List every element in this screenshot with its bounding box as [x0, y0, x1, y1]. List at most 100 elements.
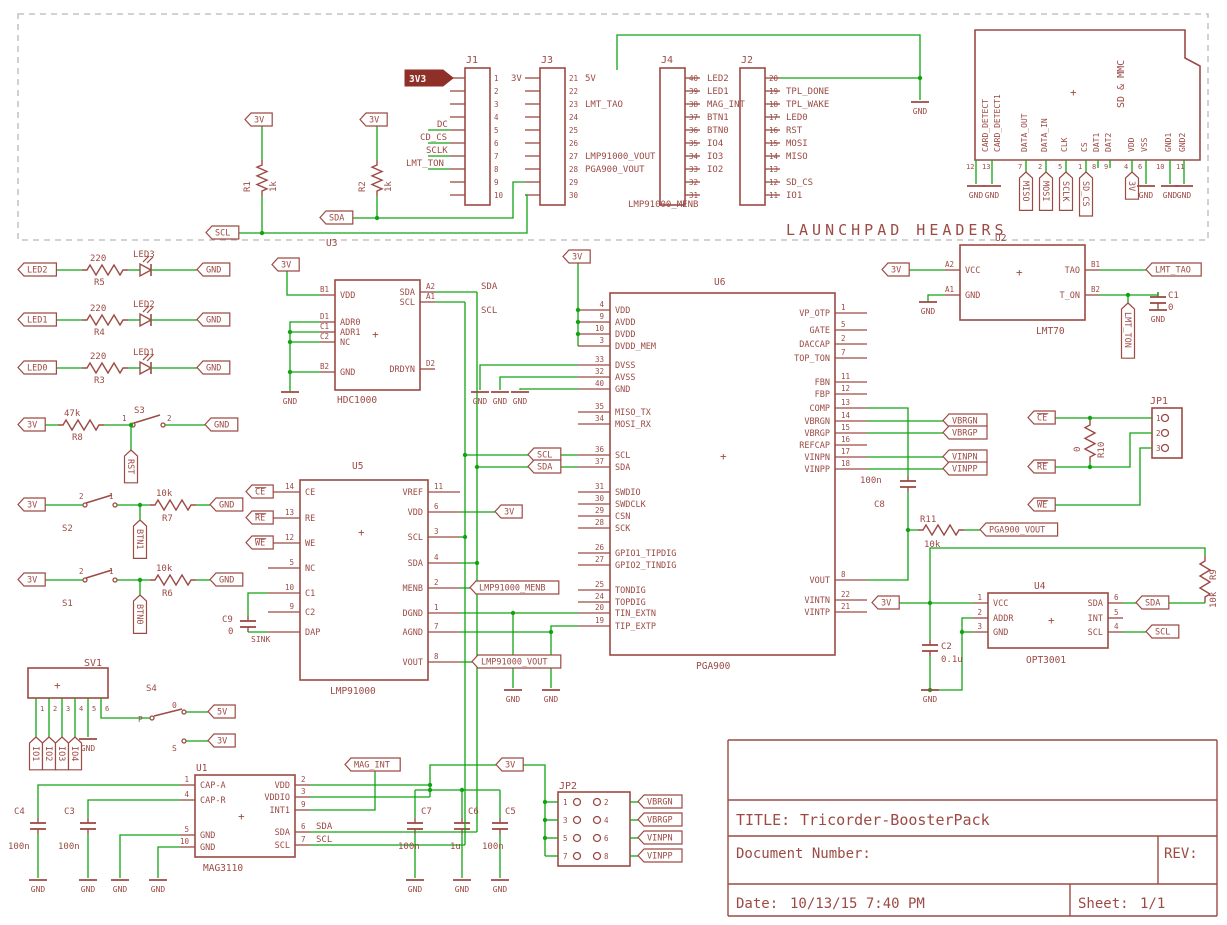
net-label-LED0[interactable]: LED0 [17, 360, 58, 375]
net-label-GND[interactable]: GND [196, 262, 231, 277]
net-label-VINPP[interactable]: VINPP [637, 848, 683, 863]
net-label-GND[interactable]: GND [196, 312, 231, 327]
pin-pad[interactable] [572, 815, 582, 825]
jp2-box[interactable] [557, 791, 631, 867]
net-label-IO3[interactable]: IO3 [54, 736, 70, 771]
net-label-3V[interactable]: 3V [871, 595, 900, 610]
resistor-R3[interactable] [82, 361, 128, 375]
capacitor-C9[interactable] [240, 616, 256, 632]
resistor-R7[interactable] [150, 498, 196, 512]
net-label-MAG_INT[interactable]: MAG_INT [344, 757, 401, 772]
net-label-IO1[interactable]: IO1 [28, 736, 44, 771]
net-label-VBRGP[interactable]: VBRGP [637, 812, 683, 827]
switch-contact[interactable] [181, 709, 187, 715]
net-label-3V[interactable]: 3V [271, 257, 300, 272]
sd-mmc-connector[interactable] [974, 29, 1201, 161]
resistor-R9[interactable] [1198, 556, 1212, 602]
ic-U6[interactable]: U6PGA900+VDD4AVDD9DVDD10DVDD_MEM3DVSS33A… [578, 277, 867, 672]
net-label-GND[interactable]: GND [204, 417, 239, 432]
net-label-VINPN[interactable]: VINPN [637, 830, 683, 845]
switch-contact[interactable] [181, 738, 187, 744]
net-label-SCL[interactable]: SCL [205, 225, 240, 240]
capacitor-C6[interactable] [454, 818, 470, 834]
net-label-RE[interactable]: RE [1027, 459, 1056, 474]
net-label-LMT_TAO[interactable]: LMT_TAO [1145, 262, 1202, 277]
resistor-R5[interactable] [82, 263, 128, 277]
ic-U3[interactable]: U3HDC1000+VDDB1ADR0D1ADR1C1NCC2GNDB2SDAA… [320, 238, 435, 406]
pin-pad[interactable] [572, 833, 582, 843]
resistor-R8[interactable] [58, 418, 104, 432]
net-label-LED1[interactable]: LED1 [17, 312, 58, 327]
net-label-3V[interactable]: 3V [17, 417, 46, 432]
net-label-VINPN[interactable]: VINPN [942, 449, 988, 464]
net-label-3V[interactable]: 3V [244, 112, 273, 127]
net-label-MISO[interactable]: MISO [1018, 171, 1034, 212]
net-label-WE[interactable]: WE [1027, 497, 1056, 512]
net-label-BTN0[interactable]: BTN0 [132, 594, 148, 635]
net-label-MOSI[interactable]: MOSI [1038, 171, 1054, 212]
net-label-SCL[interactable]: SCL [1145, 624, 1180, 639]
net-label-VBRGP[interactable]: VBRGP [942, 425, 988, 440]
net-label-3V[interactable]: 3V [17, 497, 46, 512]
capacitor-C2[interactable] [922, 640, 938, 656]
net-label-5V[interactable]: 5V [207, 704, 236, 719]
net-label-3V[interactable]: 3V [1124, 171, 1140, 200]
pin-pad[interactable] [572, 797, 582, 807]
supply-tag-3V3[interactable]: 3V3 [404, 69, 454, 87]
resistor-R6[interactable] [150, 573, 196, 587]
net-label-SDA[interactable]: SDA [319, 210, 354, 225]
net-label-LMT_TON[interactable]: LMT_TON [1120, 302, 1136, 359]
net-label-VBRGN[interactable]: VBRGN [942, 413, 988, 428]
net-label-GND[interactable]: GND [209, 497, 244, 512]
pin-pad[interactable] [1160, 428, 1170, 438]
switch-levers[interactable] [85, 414, 183, 717]
net-label-3V[interactable]: 3V [495, 757, 524, 772]
pin-pad[interactable] [592, 815, 602, 825]
net-label-VBRGN[interactable]: VBRGN [637, 794, 683, 809]
net-label-IO4[interactable]: IO4 [67, 736, 83, 771]
pin-pad[interactable] [1160, 413, 1170, 423]
net-label-SCL[interactable]: SCL [527, 447, 562, 462]
sv1-box[interactable] [27, 667, 109, 699]
pin-pad[interactable] [592, 833, 602, 843]
capacitor-C5[interactable] [492, 818, 508, 834]
net-label-CE[interactable]: CE [245, 484, 274, 499]
resistor-R10[interactable] [1083, 420, 1097, 462]
capacitor-C4[interactable] [30, 818, 46, 834]
net-label-CE[interactable]: CE [1027, 410, 1056, 425]
switch-contact[interactable] [112, 577, 118, 583]
switch-contact[interactable] [160, 422, 166, 428]
resistor-R11[interactable] [918, 523, 964, 537]
pin-pad[interactable] [1160, 443, 1170, 453]
pin-pad[interactable] [572, 851, 582, 861]
ic-U1[interactable]: U1MAG3110+CAP-A1CAP-R4GND5GND10VDD2VDDIO… [180, 763, 310, 874]
net-label-GND[interactable]: GND [209, 572, 244, 587]
switch-contact[interactable] [112, 502, 118, 508]
capacitor-C8[interactable] [900, 476, 916, 492]
net-label-3V[interactable]: 3V [881, 262, 910, 277]
pin-pad[interactable] [592, 797, 602, 807]
net-label-3V[interactable]: 3V [359, 112, 388, 127]
net-label-3V[interactable]: 3V [207, 733, 236, 748]
switch-contact[interactable] [149, 715, 155, 721]
ic-U5[interactable]: U5LMP91000+CE14RE13WE12NC5C110C29DAPVREF… [268, 461, 460, 697]
net-label-BTN1[interactable]: BTN1 [132, 519, 148, 560]
net-label-LMP91000_MENB[interactable]: LMP91000_MENB [469, 580, 560, 595]
net-label-IO2[interactable]: IO2 [41, 736, 57, 771]
net-label-SD_CS[interactable]: SD_CS [1078, 171, 1094, 217]
net-label-RE[interactable]: RE [245, 510, 274, 525]
net-label-3V[interactable]: 3V [17, 572, 46, 587]
net-label-SCLK[interactable]: SCLK [1058, 171, 1074, 212]
net-label-VINPP[interactable]: VINPP [942, 461, 988, 476]
net-label-GND[interactable]: GND [196, 360, 231, 375]
net-label-RST[interactable]: RST [123, 449, 139, 484]
net-label-SDA[interactable]: SDA [527, 459, 562, 474]
net-label-LED2[interactable]: LED2 [17, 262, 58, 277]
net-label-LMP91000_VOUT[interactable]: LMP91000_VOUT [471, 654, 562, 669]
resistor-R1[interactable] [255, 160, 269, 196]
